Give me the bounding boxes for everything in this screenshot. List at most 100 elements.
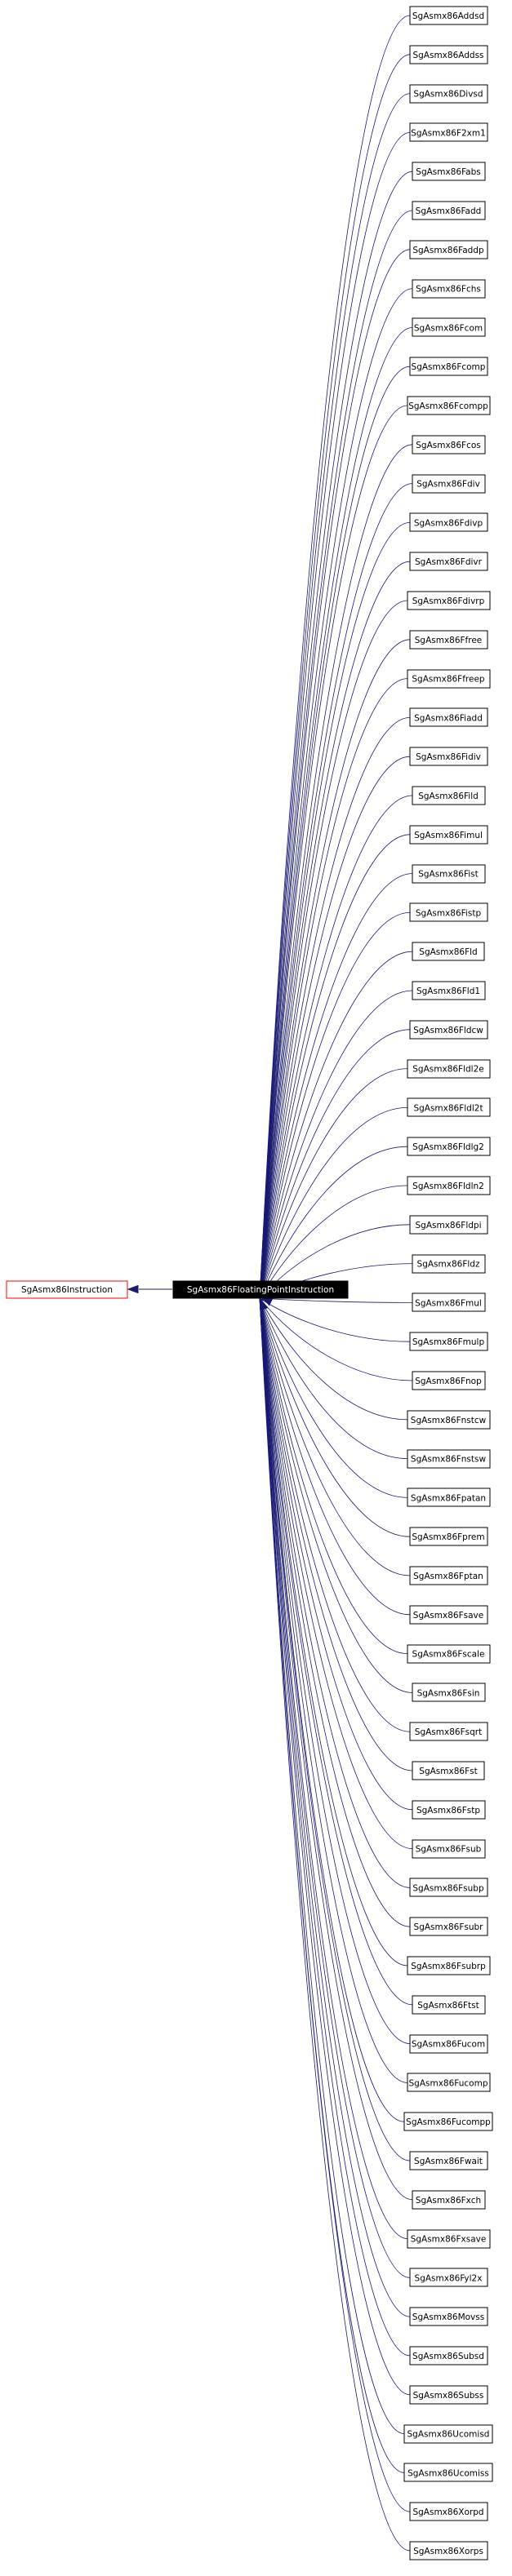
subclass-label: SgAsmx86Fcompp — [408, 401, 488, 411]
subclass-node[interactable]: SgAsmx86Fsave — [409, 1605, 488, 1625]
subclass-node[interactable]: SgAsmx86Ffree — [409, 630, 488, 650]
subclass-node[interactable]: SgAsmx86Ucomiss — [403, 2463, 493, 2482]
subclass-node[interactable]: SgAsmx86Addsd — [409, 6, 488, 25]
subclass-node[interactable]: SgAsmx86Fabs — [412, 162, 486, 181]
subclass-label: SgAsmx86Fldz — [417, 1260, 480, 1270]
subclass-label: SgAsmx86Ftst — [417, 2001, 479, 2011]
subclass-box — [409, 707, 488, 727]
subclass-label: SgAsmx86Fxsave — [411, 2235, 487, 2245]
subclass-node[interactable]: SgAsmx86Fnop — [412, 1371, 486, 1390]
subclass-node[interactable]: SgAsmx86Fst — [412, 1761, 485, 1780]
subclass-node[interactable]: SgAsmx86Fnstsw — [407, 1449, 491, 1469]
subclass-node[interactable]: SgAsmx86Ffreep — [407, 669, 491, 689]
subclass-node[interactable]: SgAsmx86Addss — [409, 45, 488, 64]
subclass-node[interactable]: SgAsmx86Fyl2x — [409, 2268, 488, 2287]
subclass-node[interactable]: SgAsmx86Fcompp — [407, 396, 491, 415]
subclass-node[interactable]: SgAsmx86F2xm1 — [409, 122, 488, 142]
subclass-node[interactable]: SgAsmx86Fadd — [412, 201, 486, 220]
subclass-node[interactable]: SgAsmx86Fldlg2 — [407, 1137, 491, 1156]
subclass-label: SgAsmx86Fxch — [416, 2196, 481, 2206]
subclass-box — [409, 1215, 488, 1235]
subclass-node[interactable]: SgAsmx86Fprem — [409, 1527, 488, 1546]
subclass-node[interactable]: SgAsmx86Fchs — [412, 279, 486, 299]
inheritance-edge — [259, 1297, 411, 2396]
subclass-label: SgAsmx86Fild — [418, 791, 479, 801]
subclass-node[interactable]: SgAsmx86Fld — [412, 942, 485, 961]
subclass-node[interactable]: SgAsmx86Fxch — [412, 2190, 486, 2210]
subclass-box — [412, 435, 486, 454]
subclass-box — [409, 2151, 488, 2170]
subclass-node[interactable]: SgAsmx86Divsd — [409, 84, 488, 104]
subclass-node[interactable]: SgAsmx86Fucom — [409, 2034, 488, 2054]
subclass-box — [409, 630, 488, 650]
subclass-node[interactable]: SgAsmx86Fxsave — [407, 2229, 491, 2249]
subclass-node[interactable]: SgAsmx86Fsubrp — [407, 1956, 491, 1975]
subclass-node[interactable]: SgAsmx86Xorps — [409, 2541, 488, 2560]
subclass-node[interactable]: SgAsmx86Fld1 — [412, 981, 486, 1000]
inheritance-edges — [127, 15, 413, 2552]
inheritance-edge — [259, 678, 408, 1299]
subclass-label: SgAsmx86Fchs — [416, 285, 481, 295]
subclass-node[interactable]: SgAsmx86Fmulp — [409, 1332, 488, 1351]
subclass-node[interactable]: SgAsmx86Fild — [412, 786, 486, 805]
subclass-node[interactable]: SgAsmx86Fdivp — [409, 512, 488, 532]
subclass-box — [407, 1488, 491, 1507]
subclass-node[interactable]: SgAsmx86Fsin — [412, 1683, 486, 1702]
subclass-node[interactable]: SgAsmx86Fmul — [412, 1292, 486, 1312]
subclass-node[interactable]: SgAsmx86Xorpd — [409, 2502, 488, 2521]
subclass-node[interactable]: SgAsmx86Ucomisd — [403, 2424, 493, 2444]
inheritance-edge — [259, 15, 411, 1299]
subclass-node[interactable]: SgAsmx86Fldl2e — [407, 1059, 491, 1079]
subclass-node[interactable]: SgAsmx86Fsqrt — [409, 1722, 488, 1741]
subclass-box — [407, 1137, 491, 1156]
subclass-node[interactable]: SgAsmx86Subsd — [409, 2346, 488, 2365]
inheritance-edge — [259, 1029, 411, 1299]
subclass-node[interactable]: SgAsmx86Fpatan — [407, 1488, 491, 1507]
subclass-node[interactable]: SgAsmx86Fcom — [412, 317, 486, 337]
subclass-node[interactable]: SgAsmx86Fcos — [412, 435, 486, 454]
subclass-node[interactable]: SgAsmx86Fucomp — [407, 2073, 491, 2092]
inheritance-edge — [259, 1297, 413, 2201]
focus-class-node[interactable]: SgAsmx86FloatingPointInstruction — [172, 1280, 349, 1299]
subclass-node[interactable]: SgAsmx86Fscale — [407, 1644, 491, 1664]
subclass-node[interactable]: SgAsmx86Fnstcw — [407, 1410, 491, 1430]
subclass-node[interactable]: SgAsmx86Fistp — [409, 902, 488, 922]
subclass-node[interactable]: SgAsmx86Subss — [409, 2385, 488, 2405]
subclass-label: SgAsmx86Fabs — [416, 167, 480, 177]
subclass-node[interactable]: SgAsmx86Fiadd — [409, 707, 488, 727]
subclass-node[interactable]: SgAsmx86Movss — [409, 2307, 488, 2326]
subclass-node[interactable]: SgAsmx86Fucompp — [403, 2112, 493, 2131]
inheritance-edge — [259, 639, 411, 1299]
subclass-node[interactable]: SgAsmx86Faddp — [409, 240, 488, 259]
subclass-label: SgAsmx86Fyl2x — [415, 2273, 483, 2283]
inheritance-edge — [259, 1107, 408, 1299]
subclass-label: SgAsmx86Subss — [413, 2391, 484, 2401]
subclass-node[interactable]: SgAsmx86Fstp — [412, 1800, 486, 1820]
subclass-node[interactable]: SgAsmx86Fimul — [409, 825, 488, 845]
subclass-box — [409, 1332, 488, 1351]
inheritance-edge — [259, 1185, 408, 1299]
subclass-label: SgAsmx86Fsin — [417, 1688, 480, 1698]
subclass-label: SgAsmx86Fucomp — [409, 2078, 488, 2088]
subclass-node[interactable]: SgAsmx86Fdivrp — [407, 591, 491, 610]
subclass-node[interactable]: SgAsmx86Fwait — [409, 2151, 488, 2170]
subclass-node[interactable]: SgAsmx86Fsubr — [409, 1917, 488, 1936]
subclass-box — [409, 1020, 488, 1040]
subclass-node[interactable]: SgAsmx86Fsub — [412, 1839, 486, 1859]
subclass-node[interactable]: SgAsmx86Fcomp — [409, 357, 488, 376]
subclass-node[interactable]: SgAsmx86Fldl2t — [407, 1097, 491, 1117]
subclass-node[interactable]: SgAsmx86Fldpi — [409, 1215, 488, 1235]
subclass-node[interactable]: SgAsmx86Fptan — [409, 1566, 488, 1585]
subclass-node[interactable]: SgAsmx86Fsubp — [409, 1878, 488, 1897]
subclass-box — [407, 2229, 491, 2249]
subclass-node[interactable]: SgAsmx86Fist — [412, 864, 486, 884]
subclass-node[interactable]: SgAsmx86Fldcw — [409, 1020, 488, 1040]
subclass-node[interactable]: SgAsmx86Fidiv — [409, 747, 488, 766]
subclass-label: SgAsmx86Ffreep — [412, 675, 485, 685]
subclass-node[interactable]: SgAsmx86Fdivr — [409, 552, 488, 571]
subclass-node[interactable]: SgAsmx86Fldln2 — [407, 1176, 491, 1195]
subclass-node[interactable]: SgAsmx86Fdiv — [412, 474, 486, 494]
subclass-node[interactable]: SgAsmx86Ftst — [412, 1995, 486, 2015]
subclass-node[interactable]: SgAsmx86Fldz — [412, 1254, 486, 1274]
base-class-node[interactable]: SgAsmx86Instruction — [6, 1280, 128, 1299]
